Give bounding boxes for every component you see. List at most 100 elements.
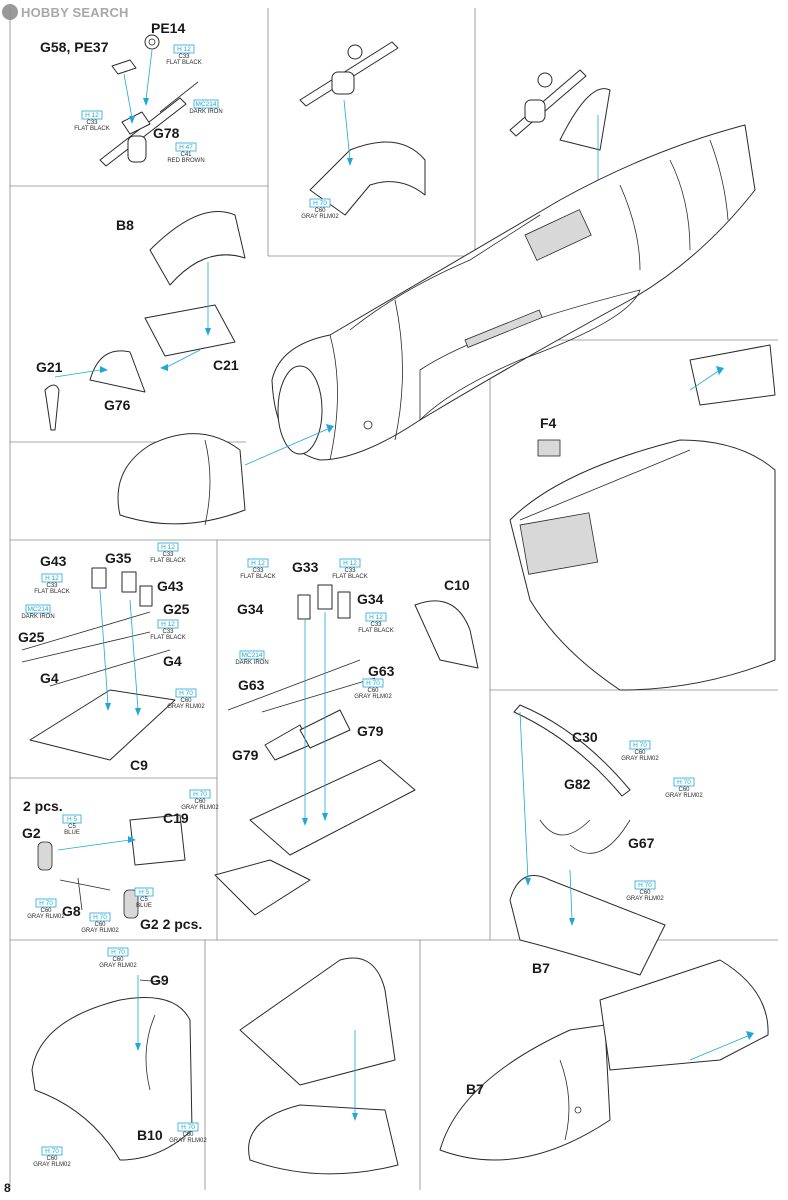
part-label: G2 2 pcs.: [140, 916, 202, 932]
part-label: G8: [62, 903, 81, 919]
part-label: B7: [466, 1081, 484, 1097]
part-label: 2 pcs.: [23, 798, 63, 814]
paint-name: C5: [68, 824, 76, 830]
gun-cowl-top-right: [509, 69, 611, 226]
part-label: G9: [150, 972, 169, 988]
gun-cowl-top-middle: [299, 41, 426, 216]
panel-dividers: [9, 8, 778, 1190]
paint-code: H 12: [369, 614, 383, 621]
paint-desc: FLAT BLACK: [74, 126, 109, 132]
gun-assembly-top-left: [99, 34, 199, 167]
paint-desc: FLAT BLACK: [166, 60, 201, 66]
part-label: C21: [213, 357, 239, 373]
paint-name: C33: [344, 568, 356, 574]
nose-cone: [117, 424, 334, 526]
paint-name: C60: [314, 208, 326, 214]
paint-code-box: [247, 558, 269, 568]
part-label: C19: [163, 810, 189, 826]
part-label: G2: [22, 825, 41, 841]
part-label: C10: [444, 577, 470, 593]
paint-code-box: [41, 573, 63, 583]
paint-name: C60: [180, 698, 192, 704]
paint-code-box: [309, 198, 331, 208]
paint-code: H 70: [111, 949, 125, 956]
part-label: G4: [40, 670, 59, 686]
part-label: G35: [105, 550, 132, 566]
paint-code: MC214: [196, 101, 217, 108]
part-label: G79: [232, 747, 259, 763]
paint-code-box: [62, 814, 82, 824]
paint-name: C33: [162, 552, 174, 558]
paint-code-box: [189, 789, 211, 799]
bottles-c19: [37, 814, 186, 919]
paint-name: C60: [678, 787, 690, 793]
paint-code: H 12: [251, 560, 265, 567]
paint-code-box: [175, 142, 197, 152]
paint-code: H 70: [179, 690, 193, 697]
paint-desc: GRAY RLM02: [167, 704, 205, 710]
paint-name: C60: [40, 908, 52, 914]
part-label: G82: [564, 776, 591, 792]
paint-code: H 5: [67, 816, 78, 823]
paint-desc: GRAY RLM02: [169, 1138, 207, 1144]
paint-name: C60: [639, 890, 651, 896]
paint-desc: FLAT BLACK: [150, 635, 185, 641]
part-label: G76: [104, 397, 131, 413]
paint-name: C60: [194, 799, 206, 805]
paint-code: H 70: [366, 680, 380, 687]
paint-code: H 5: [139, 889, 150, 896]
paint-desc: GRAY RLM02: [665, 793, 703, 799]
part-label: G58, PE37: [40, 39, 109, 55]
gun-assembly-center: [214, 584, 479, 916]
paint-desc: GRAY RLM02: [27, 914, 65, 920]
paint-desc: DARK IRON: [235, 660, 268, 666]
paint-name: C33: [46, 583, 58, 589]
paint-code: H 47: [179, 144, 193, 151]
cowl-b7: [509, 704, 666, 976]
part-label: G4: [163, 653, 182, 669]
paint-code: H 12: [177, 46, 191, 53]
paint-name: C5: [140, 897, 148, 903]
paint-desc: GRAY RLM02: [99, 963, 137, 969]
paint-name: C33: [370, 622, 382, 628]
paint-code-box: [634, 880, 656, 890]
part-label: F4: [540, 415, 557, 431]
paint-code: H 70: [93, 914, 107, 921]
paint-desc: GRAY RLM02: [33, 1162, 71, 1168]
paint-desc: FLAT BLACK: [332, 574, 367, 580]
paint-code-box: [134, 887, 154, 897]
paint-desc: BLUE: [136, 903, 152, 909]
part-label: C30: [572, 729, 598, 745]
paint-desc: GRAY RLM02: [354, 694, 392, 700]
paint-desc: GRAY RLM02: [181, 805, 219, 811]
paint-code-box: [25, 604, 51, 614]
paint-code: H 70: [193, 791, 207, 798]
paint-code: MC214: [242, 652, 263, 659]
part-label: G25: [163, 601, 190, 617]
part-label: G43: [157, 578, 184, 594]
paint-code: H 70: [633, 742, 647, 749]
part-label: G63: [368, 663, 395, 679]
paint-desc: DARK IRON: [21, 614, 54, 620]
paint-name: C60: [112, 957, 124, 963]
paint-code-box: [35, 898, 57, 908]
paint-code-box: [629, 740, 651, 750]
paint-code: H 70: [181, 1124, 195, 1131]
paint-name: C60: [367, 688, 379, 694]
paint-desc: GRAY RLM02: [621, 756, 659, 762]
paint-code-box: [177, 1122, 199, 1132]
paint-desc: RED BROWN: [167, 158, 204, 164]
